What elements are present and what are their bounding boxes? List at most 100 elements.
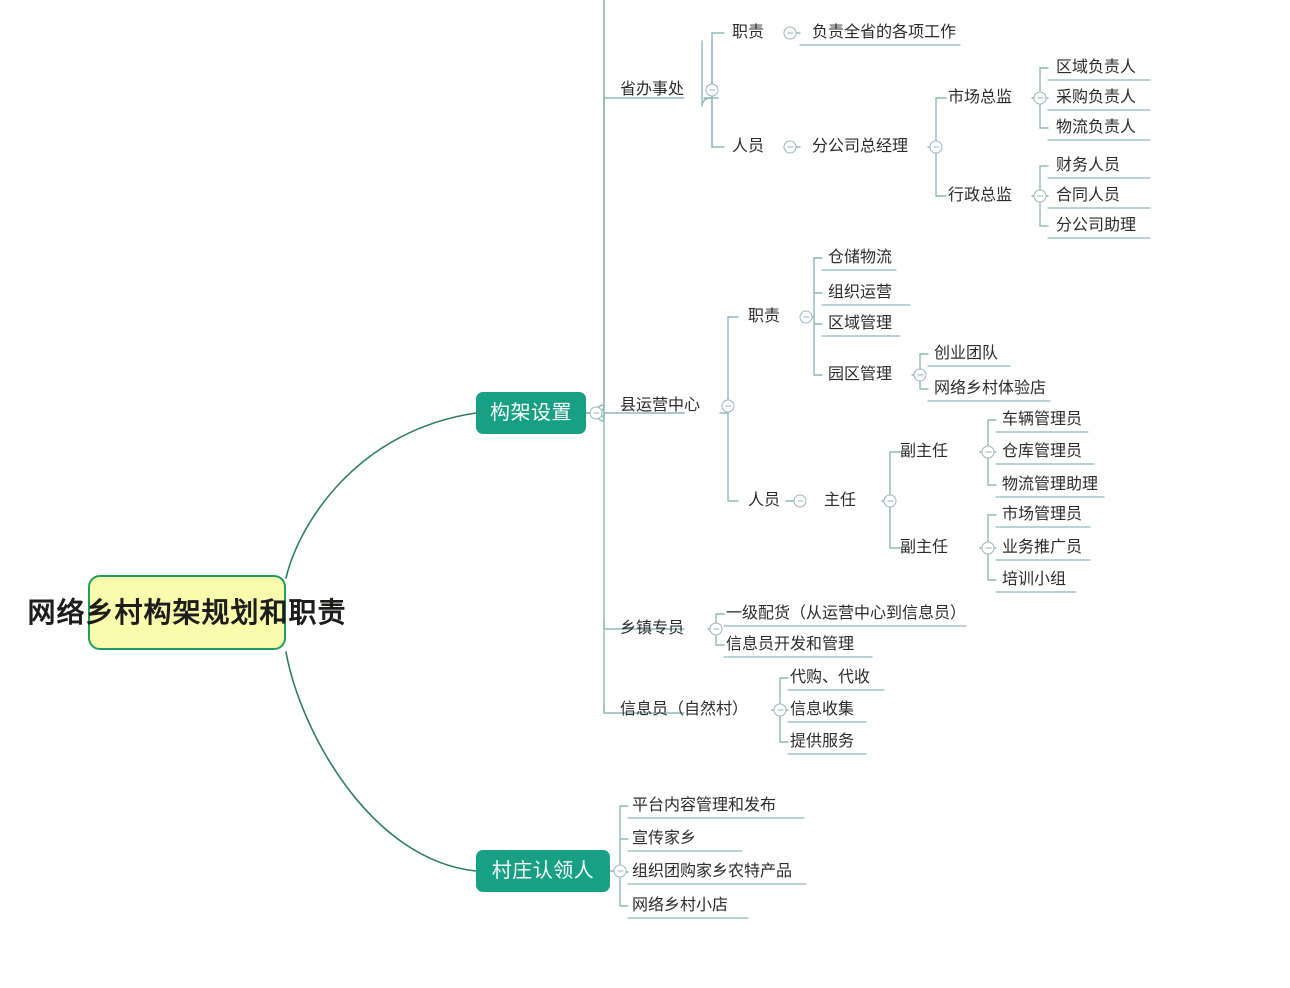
node-fengongsizongjingli[interactable]: 分公司总经理: [812, 139, 908, 155]
node-zuzhiyunying: 组织运营: [828, 285, 892, 301]
node-label: 区域管理: [828, 315, 893, 332]
edge-branch1-spine-lower: [595, 0, 605, 414]
node-peixunxiaozu: 培训小组: [1002, 572, 1066, 588]
node-shengbanshichu[interactable]: 省办事处: [620, 82, 684, 98]
collapse-toggle-zhize-1[interactable]: [783, 26, 797, 40]
node-zuzhituangou: 组织团购家乡农特产品: [632, 864, 792, 880]
node-pingtainrongguanlihefabu: 平台内容管理和发布: [632, 798, 776, 814]
node-label: 平台内容管理和发布: [632, 797, 777, 814]
node-yuanquguanli[interactable]: 园区管理: [828, 367, 892, 383]
node-label: 主任: [824, 492, 857, 509]
node-label: 提供服务: [790, 733, 855, 750]
edge-branch1-spine: [585, 0, 605, 422]
node-label: 合同人员: [1056, 187, 1121, 204]
edge-sbsc-bracket: [0, 0, 718, 106]
node-label: 分公司助理: [1056, 217, 1137, 234]
node-label: 网络乡村小店: [632, 897, 729, 914]
collapse-toggle-zhize-2[interactable]: [799, 310, 813, 324]
node-label: 负责全省的各项工作: [812, 24, 957, 41]
collapse-toggle-renyuan-1[interactable]: [783, 140, 797, 154]
collapse-toggle-zhuren[interactable]: [883, 494, 897, 508]
node-label: 采购负责人: [1056, 89, 1137, 106]
node-label: 市场管理员: [1002, 506, 1083, 523]
branch-node-gouJiaSheZhi[interactable]: 构架设置: [476, 392, 586, 434]
edge-root-to-cunZhuangRenLingRen: [285, 651, 477, 872]
collapse-toggle-xinxiyuan-zirancun[interactable]: [773, 703, 787, 717]
collapse-toggle-shichangzongjian[interactable]: [1033, 91, 1047, 105]
node-xuanchuanjiaxiang: 宣传家乡: [632, 831, 696, 847]
node-daigoudaishou: 代购、代收: [790, 670, 870, 686]
node-caigoufuzeren: 采购负责人: [1056, 90, 1136, 106]
node-cangkuguanliyuan: 仓库管理员: [1002, 444, 1082, 460]
collapse-toggle-fengongsizongjingli[interactable]: [929, 140, 943, 154]
node-label: 乡镇专员: [620, 620, 685, 637]
node-fuzhuren-1[interactable]: 副主任: [900, 444, 948, 460]
collapse-toggle-yuanquguanli[interactable]: [913, 368, 927, 382]
node-label: 业务推广员: [1002, 539, 1083, 556]
node-yijipeihuo: 一级配货（从运营中心到信息员）: [726, 606, 966, 622]
node-fengongsizhuli: 分公司助理: [1056, 218, 1136, 234]
node-label: 培训小组: [1002, 571, 1067, 588]
node-xingzhengzongjian[interactable]: 行政总监: [948, 188, 1012, 204]
node-tigongfuwu: 提供服务: [790, 734, 854, 750]
node-label: 组织团购家乡农特产品: [632, 863, 793, 880]
collapse-toggle-xingzhengzongjian[interactable]: [1033, 189, 1047, 203]
node-zhize-2[interactable]: 职责: [748, 309, 780, 325]
node-label: 县运营中心: [620, 397, 701, 414]
node-label: 信息收集: [790, 701, 855, 718]
node-xiangzhenzhuanyuan[interactable]: 乡镇专员: [620, 621, 684, 637]
node-hetongrenyuan: 合同人员: [1056, 188, 1120, 204]
node-wuliuguanlizhuli: 物流管理助理: [1002, 477, 1098, 493]
node-caiwurenyuan: 财务人员: [1056, 158, 1120, 174]
collapse-toggle-cunZhuangRenLingRen[interactable]: [613, 864, 627, 878]
node-label: 仓储物流: [828, 249, 893, 266]
node-label: 园区管理: [828, 366, 893, 383]
node-label: 物流管理助理: [1002, 476, 1099, 493]
node-label: 副主任: [900, 443, 949, 460]
node-zhuren[interactable]: 主任: [824, 493, 856, 509]
collapse-toggle-fuzhuren-1[interactable]: [981, 445, 995, 459]
node-fuzequanshengdegexianggongzuo: 负责全省的各项工作: [812, 25, 956, 41]
branch-label: 村庄认领人: [491, 860, 595, 882]
node-renyuan-1[interactable]: 人员: [732, 139, 764, 155]
node-label: 人员: [748, 492, 781, 509]
node-label: 职责: [732, 24, 765, 41]
collapse-toggle-renyuan-2[interactable]: [793, 494, 807, 508]
node-fuzhuren-2[interactable]: 副主任: [900, 540, 948, 556]
node-quyufuzeren: 区域负责人: [1056, 60, 1136, 76]
edge-to-shengBanShiChu: [603, 97, 685, 107]
node-label: 信息员（自然村）: [620, 701, 749, 718]
node-wangluoxiangcunxiaodian: 网络乡村小店: [632, 898, 728, 914]
node-xinxiyuan-zirancun[interactable]: 信息员（自然村）: [620, 702, 748, 718]
collapse-toggle-xiangzhenzhuanyuan[interactable]: [709, 622, 723, 636]
node-shichangguanliyuan: 市场管理员: [1002, 507, 1082, 523]
collapse-toggle-fuzhuren-2[interactable]: [981, 541, 995, 555]
collapse-toggle-gouJiaSheZhi[interactable]: [589, 406, 603, 420]
node-label: 物流负责人: [1056, 119, 1137, 136]
node-label: 行政总监: [948, 187, 1013, 204]
node-xinxishouji: 信息收集: [790, 702, 854, 718]
node-label: 仓库管理员: [1002, 443, 1083, 460]
node-label: 信息员开发和管理: [726, 636, 855, 653]
node-shichangzongjian[interactable]: 市场总监: [948, 90, 1012, 106]
node-label: 一级配货（从运营中心到信息员）: [726, 605, 967, 622]
node-label: 组织运营: [828, 284, 893, 301]
node-renyuan-2[interactable]: 人员: [748, 493, 780, 509]
node-label: 分公司总经理: [812, 138, 909, 155]
node-xianyunyingzhongxin[interactable]: 县运营中心: [620, 398, 700, 414]
edge-root-to-gouJiaSheZhi: [285, 412, 477, 579]
collapse-toggle-xianyunyingzhongxin[interactable]: [721, 399, 735, 413]
branch-node-cunZhuangRenLingRen[interactable]: 村庄认领人: [476, 850, 610, 892]
collapse-toggle-shengbanshichu[interactable]: [705, 83, 719, 97]
node-label: 代购、代收: [790, 669, 871, 686]
node-label: 市场总监: [948, 89, 1013, 106]
node-yewutuiguangyuan: 业务推广员: [1002, 540, 1082, 556]
node-chuangyetuandui: 创业团队: [934, 346, 998, 362]
root-node[interactable]: 网络乡村构架规划和职责: [28, 575, 346, 650]
node-label: 职责: [748, 308, 781, 325]
node-label: 副主任: [900, 539, 949, 556]
node-zhize-1[interactable]: 职责: [732, 25, 764, 41]
node-quyuguanli: 区域管理: [828, 316, 892, 332]
node-label: 网络乡村体验店: [934, 380, 1047, 397]
